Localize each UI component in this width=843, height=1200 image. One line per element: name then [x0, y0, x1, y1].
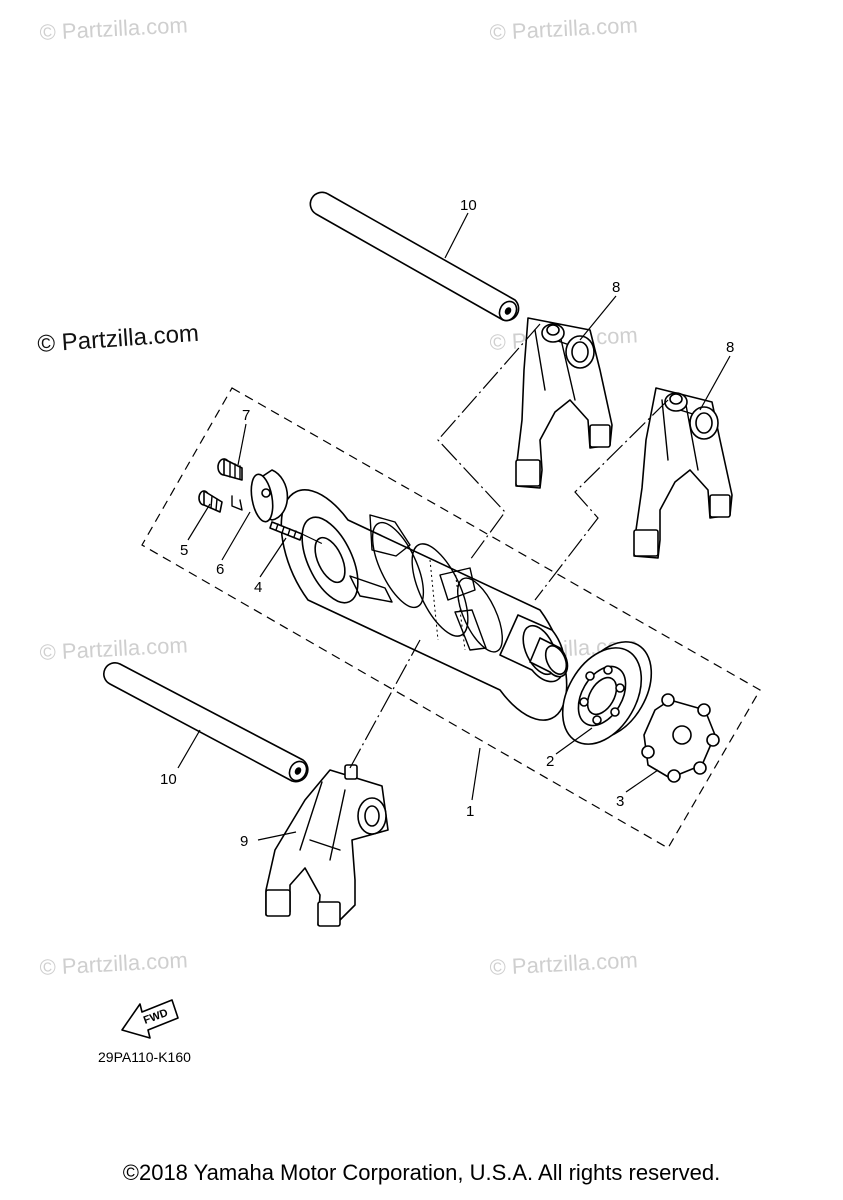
callout-8-left: 8 — [612, 279, 620, 296]
watermark-bottom-right: © Partzilla.com — [489, 947, 638, 980]
fwd-arrow-icon: FWD — [121, 999, 179, 1039]
watermark-top-left: © Partzilla.com — [39, 12, 188, 45]
plate-6 — [250, 469, 289, 523]
leader-5 — [187, 503, 211, 541]
callout-9: 9 — [240, 833, 248, 850]
copyright-notice: ©2018 Yamaha Motor Corporation, U.S.A. A… — [122, 1160, 721, 1185]
callout-6: 6 — [216, 561, 224, 578]
leader-8-left — [579, 295, 617, 341]
fork-right-chain — [534, 399, 669, 601]
shift-drum — [280, 489, 569, 721]
leader-1 — [471, 747, 481, 801]
bearing — [561, 641, 653, 745]
fork-9-chain — [349, 639, 421, 769]
leader-4 — [259, 537, 287, 578]
pin-chain — [301, 533, 326, 546]
callout-2: 2 — [546, 753, 554, 770]
callout-1: 1 — [466, 803, 474, 820]
shift-segment — [641, 693, 720, 783]
leader-7 — [237, 423, 247, 466]
callout-5: 5 — [180, 542, 188, 559]
shift-fork-8-right — [633, 387, 733, 559]
shift-fork-9 — [265, 764, 389, 927]
shift-fork-8-left — [515, 317, 613, 489]
step-connector — [231, 495, 243, 511]
guide-bar-lower — [103, 662, 309, 783]
leader-3 — [625, 769, 659, 793]
guide-bar-upper — [309, 191, 520, 322]
callout-10-lower: 10 — [160, 771, 177, 788]
bolt-5 — [198, 490, 223, 513]
callout-10-upper: 10 — [460, 197, 477, 214]
leader-10-upper — [444, 212, 469, 259]
callout-3: 3 — [616, 793, 624, 810]
assembly-box — [141, 387, 761, 849]
screw-7 — [217, 458, 243, 481]
leader-9 — [257, 831, 297, 841]
watermark-bottom-left: © Partzilla.com — [39, 947, 188, 980]
leader-10-lower — [177, 729, 201, 769]
fork-left-chain — [437, 323, 541, 561]
leader-6 — [221, 511, 251, 561]
diagram-code: 29PA110-K160 — [98, 1049, 191, 1065]
callout-8-right: 8 — [726, 339, 734, 356]
callout-4: 4 — [254, 579, 262, 596]
leader-2 — [555, 727, 593, 755]
pin-4 — [269, 521, 303, 541]
leader-8-right — [699, 355, 731, 411]
watermark-top-right: © Partzilla.com — [489, 12, 638, 45]
watermark-lower-left: © Partzilla.com — [39, 632, 188, 665]
callout-7: 7 — [242, 407, 250, 424]
watermark-dark: © Partzilla.com — [37, 320, 200, 358]
